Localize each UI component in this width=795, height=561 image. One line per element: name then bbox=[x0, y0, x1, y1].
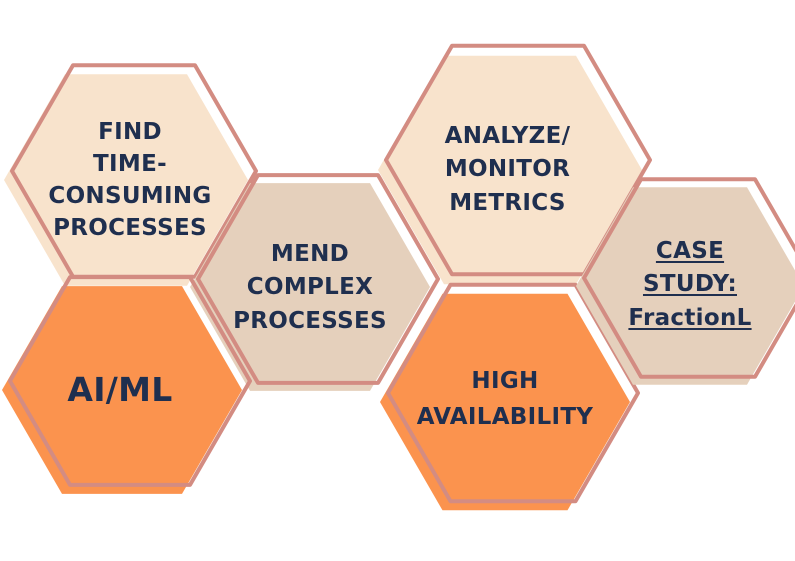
hexagon-fill-find bbox=[4, 74, 248, 286]
hex-label-line: HIGH bbox=[471, 368, 539, 395]
hex-label-line: METRICS bbox=[449, 189, 566, 216]
hexagon-case[interactable] bbox=[576, 177, 795, 385]
hexagon-fill-aiml bbox=[2, 286, 242, 494]
hex-label-line[interactable]: STUDY: bbox=[642, 271, 737, 298]
hexagon-analyze bbox=[378, 43, 652, 285]
hexagon-outline-aiml bbox=[8, 275, 252, 487]
hex-label-line: PROCESSES bbox=[233, 307, 387, 334]
hex-label-line: ANALYZE/ bbox=[444, 122, 571, 149]
hex-label-line: COMPLEX bbox=[246, 274, 374, 301]
hexagon-mend bbox=[190, 173, 440, 391]
hex-label-mend-complex-processes: MEND COMPLEX PROCESSES bbox=[205, 208, 415, 368]
hex-label-line: MONITOR bbox=[444, 156, 571, 183]
hex-label-analyze-monitor-metrics: ANALYZE/MONITOR METRICS bbox=[400, 90, 615, 250]
case-study-link[interactable]: CASE STUDY: FractionL bbox=[600, 205, 780, 365]
hex-label-line: CONSUMING bbox=[48, 183, 212, 209]
hexagon-fill-case bbox=[576, 187, 795, 385]
hexagon-high bbox=[380, 282, 640, 511]
hexagon-aiml bbox=[2, 275, 252, 494]
hex-label-line: AI/ML bbox=[67, 370, 173, 410]
hexagon-fill-analyze bbox=[378, 55, 642, 285]
hexagon-outline-case bbox=[582, 177, 795, 379]
hexagon-fill-mend bbox=[190, 183, 430, 391]
hex-label-line[interactable]: CASE bbox=[655, 237, 725, 264]
hex-label-line: PROCESSES bbox=[53, 215, 207, 242]
hex-label-line: FIND bbox=[98, 118, 162, 145]
hexagon-fill-high bbox=[380, 293, 630, 511]
hex-label-find-time-consuming-processes: FIND TIME- CONSUMING PROCESSES bbox=[30, 82, 230, 278]
hex-label-line[interactable]: FractionL bbox=[628, 304, 752, 331]
hex-label-ai-ml: AI/ML bbox=[20, 320, 220, 460]
hex-label-high-availability: HIGH AVAILABILITY bbox=[395, 330, 615, 470]
hex-label-line: AVAILABILITY bbox=[416, 404, 594, 430]
hexagon-outline-mend bbox=[196, 173, 440, 385]
hex-label-line: MEND bbox=[270, 240, 350, 267]
hexagon-outline-analyze bbox=[384, 43, 652, 277]
hex-label-line: TIME- bbox=[93, 150, 167, 177]
hexagon-outline-high bbox=[386, 282, 640, 504]
